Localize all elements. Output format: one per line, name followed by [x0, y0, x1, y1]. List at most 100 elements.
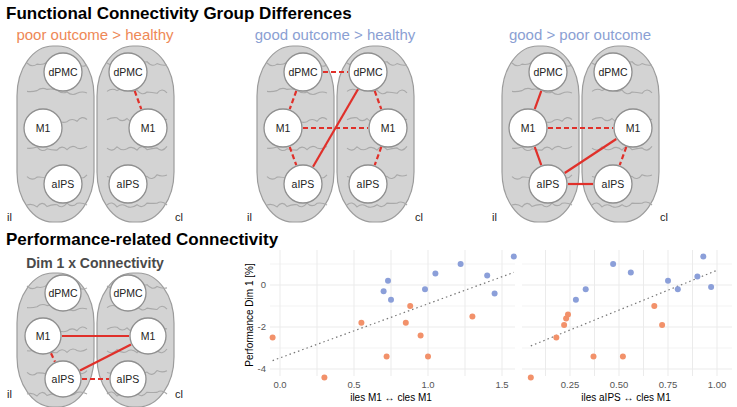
- data-point: [381, 288, 387, 294]
- negative-connection: [375, 147, 382, 165]
- circle-shape: [264, 109, 302, 147]
- negative-connection: [548, 127, 613, 129]
- data-point: [651, 303, 657, 309]
- tick-label: 0.25: [561, 379, 580, 390]
- data-point: [610, 261, 616, 267]
- data-point: [528, 374, 534, 380]
- data-point: [659, 322, 665, 328]
- hemisphere-label: cl: [415, 211, 423, 224]
- positive-connection: [313, 89, 358, 166]
- data-point: [511, 254, 517, 260]
- negative-connection: [375, 91, 382, 109]
- data-point: [469, 314, 475, 320]
- circle-shape: [110, 275, 146, 311]
- data-point: [384, 353, 390, 359]
- grid-line: [280, 250, 281, 376]
- brain-gyrus: [107, 146, 167, 150]
- tick-label: 1.5: [495, 379, 508, 390]
- region-label: M1: [141, 122, 156, 134]
- data-point: [484, 273, 490, 279]
- section-heading: Performance-related Connectivity: [6, 230, 278, 250]
- data-point: [561, 322, 567, 328]
- hemisphere-label: il: [7, 388, 12, 401]
- region-label: dPMC: [533, 66, 562, 78]
- negative-connection: [323, 71, 348, 73]
- grid-line: [465, 250, 466, 376]
- negative-connection: [82, 378, 109, 380]
- data-point: [418, 332, 424, 338]
- tick-label: 0.0: [273, 379, 286, 390]
- region-label: M1: [381, 122, 396, 134]
- region-label: dPMC: [353, 66, 382, 78]
- circle-shape: [45, 361, 81, 397]
- data-point: [358, 320, 364, 326]
- axis-title: Performance Dim 1 [%]: [244, 263, 256, 366]
- data-point: [583, 286, 589, 292]
- grid-line: [522, 285, 732, 286]
- hemisphere-label: cl: [175, 388, 183, 401]
- grid-line: [668, 250, 669, 376]
- region-circle: aIPS: [528, 164, 568, 204]
- hemisphere-label: il: [247, 211, 252, 224]
- circle-shape: [529, 165, 567, 203]
- circle-shape: [44, 53, 82, 91]
- region-label: aIPS: [52, 373, 75, 385]
- panel-heading: poor outcome > healthy: [16, 26, 173, 44]
- tick-label: 1.0: [421, 379, 434, 390]
- circle-shape: [369, 109, 407, 147]
- data-point: [407, 303, 413, 309]
- region-circle: M1: [23, 108, 63, 148]
- hemisphere-label: il: [7, 211, 12, 224]
- brain-gyrus: [512, 203, 572, 207]
- tick-label: 0.75: [659, 379, 678, 390]
- circle-shape: [529, 53, 567, 91]
- region-label: aIPS: [52, 178, 75, 190]
- circle-shape: [594, 53, 632, 91]
- region-circle: M1: [128, 108, 168, 148]
- negative-connection: [620, 147, 627, 165]
- data-point: [458, 261, 464, 267]
- tick-label: 1.00: [708, 379, 727, 390]
- circle-shape: [284, 53, 322, 91]
- brain-hemisphere: [17, 273, 94, 407]
- grid-line: [270, 306, 515, 307]
- brain-gyrus: [347, 146, 407, 150]
- region-label: dPMC: [113, 287, 142, 299]
- grid-line: [522, 264, 732, 265]
- circle-shape: [44, 165, 82, 203]
- grid-line: [502, 250, 503, 376]
- negative-connection: [135, 91, 142, 109]
- region-label: dPMC: [288, 66, 317, 78]
- section-heading: Dim 1 x Connectivity: [26, 255, 164, 272]
- positive-connection: [535, 91, 542, 109]
- grid-line: [643, 250, 644, 376]
- region-label: M1: [521, 122, 536, 134]
- data-point: [385, 278, 391, 284]
- data-point: [270, 335, 276, 341]
- tick-label: 0.5: [347, 379, 360, 390]
- data-point: [403, 320, 409, 326]
- regression-line: [273, 272, 514, 360]
- negative-connection: [290, 147, 297, 165]
- region-circle: dPMC: [348, 52, 388, 92]
- grid-line: [522, 369, 732, 370]
- brain-hemisphere: [97, 273, 174, 407]
- region-label: aIPS: [117, 373, 140, 385]
- tick-label: -2: [258, 321, 266, 332]
- grid-line: [270, 264, 515, 265]
- grid-line: [270, 285, 515, 286]
- region-label: aIPS: [292, 178, 315, 190]
- data-point: [425, 353, 431, 359]
- panel-heading: good outcome > healthy: [255, 26, 416, 44]
- region-label: dPMC: [113, 66, 142, 78]
- region-label: M1: [276, 122, 291, 134]
- region-label: M1: [141, 330, 156, 342]
- brain-hemisphere: [97, 46, 174, 222]
- panel-heading: good > poor outcome: [509, 26, 651, 44]
- data-point: [694, 274, 700, 280]
- region-circle: M1: [24, 317, 62, 355]
- grid-line: [317, 250, 318, 376]
- data-point: [700, 254, 706, 260]
- data-point: [620, 353, 626, 359]
